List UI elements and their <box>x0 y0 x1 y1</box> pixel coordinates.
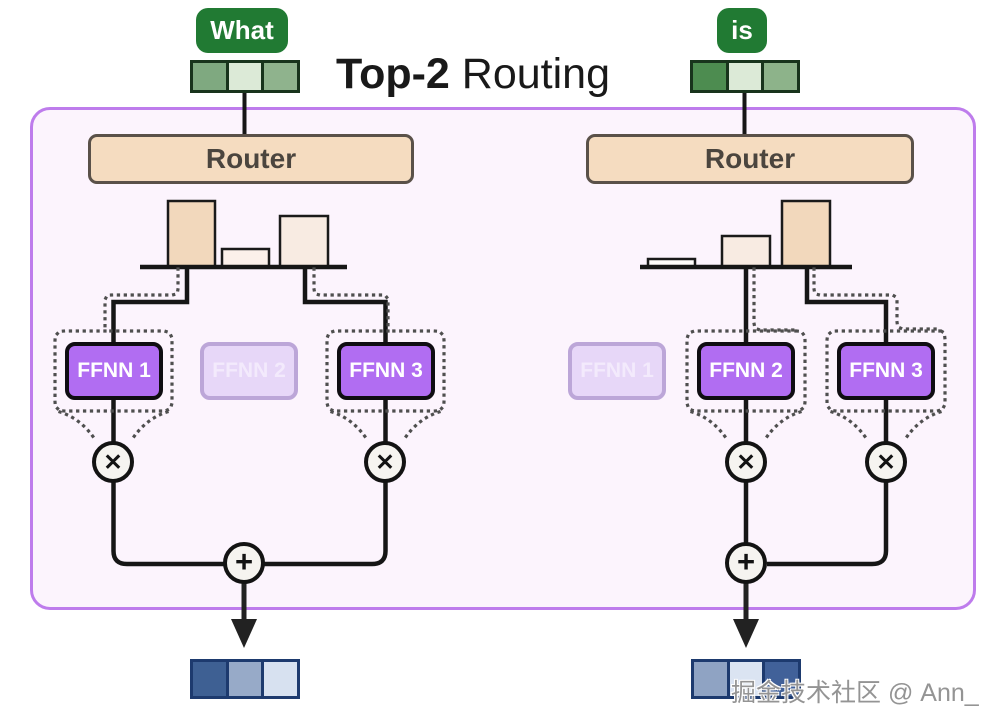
multiply-icon: ✕ <box>375 448 395 475</box>
right-bar-expert3 <box>780 199 832 269</box>
output-arrows <box>231 582 759 648</box>
embedding-cell <box>762 662 799 696</box>
expert-left-ffnn3: FFNN 3 <box>337 342 435 400</box>
token-is: is <box>717 8 767 53</box>
output-embedding-what <box>190 659 300 699</box>
plus-icon: + <box>736 543 756 579</box>
output-embedding-is <box>691 659 801 699</box>
embedding-cell <box>225 63 262 90</box>
embedding-cell <box>193 662 226 696</box>
selected-route-dotted-outlines <box>53 267 947 444</box>
expert-label: FFNN 2 <box>709 359 783 382</box>
embedding-cell <box>726 662 763 696</box>
embedding-cell <box>193 63 226 90</box>
embedding-cell <box>761 63 798 90</box>
multiply-icon: ✕ <box>876 448 896 475</box>
expert-label: FFNN 3 <box>349 359 423 382</box>
multiply-node: ✕ <box>725 441 767 483</box>
router-right-label: Router <box>704 143 796 174</box>
router-to-expert-lines <box>111 267 889 344</box>
watermark: 掘金技术社区 @ Ann_ <box>731 679 979 707</box>
multiply-node: ✕ <box>865 441 907 483</box>
token-is-embedding <box>690 60 800 93</box>
multiply-node: ✕ <box>364 441 406 483</box>
router-left: Router <box>88 134 414 184</box>
router-left-label: Router <box>205 143 297 174</box>
expert-right-ffnn3: FFNN 3 <box>837 342 935 400</box>
multiply-icon: ✕ <box>103 448 123 475</box>
left-router-bars <box>140 199 347 270</box>
router-right: Router <box>586 134 914 184</box>
expert-label: FFNN 1 <box>77 359 151 382</box>
token-what-embedding <box>190 60 300 93</box>
routing-panel <box>30 107 976 610</box>
add-node: + <box>223 542 265 584</box>
expert-label: FFNN 2 <box>212 359 286 382</box>
embedding-cell <box>225 662 262 696</box>
expert-left-ffnn1: FFNN 1 <box>65 342 163 400</box>
expert-label: FFNN 3 <box>849 359 923 382</box>
title-regular: Routing <box>449 50 611 98</box>
plus-icon: + <box>234 543 254 579</box>
add-node: + <box>725 542 767 584</box>
multiply-to-add-lines <box>111 481 889 567</box>
expert-right-ffnn1: FFNN 1 <box>568 342 666 400</box>
multiply-node: ✕ <box>92 441 134 483</box>
expert-right-ffnn2: FFNN 2 <box>697 342 795 400</box>
embedding-cell <box>694 662 727 696</box>
expert-to-multiply-lines <box>111 398 889 444</box>
right-bar-expert2 <box>720 234 772 269</box>
multiply-icon: ✕ <box>736 448 756 475</box>
diagram-title: Top-2 Routing <box>336 50 610 99</box>
title-bold: Top-2 <box>336 50 450 98</box>
embedding-cell <box>693 63 726 90</box>
embedding-cell <box>725 63 762 90</box>
expert-label: FFNN 1 <box>580 359 654 382</box>
token-what-label: What <box>210 15 274 45</box>
left-bar-expert2 <box>220 247 271 269</box>
expert-left-ffnn2: FFNN 2 <box>200 342 298 400</box>
embedding-cell <box>261 63 298 90</box>
right-router-bars <box>640 199 852 270</box>
token-is-label: is <box>731 15 753 45</box>
embedding-cell <box>261 662 298 696</box>
token-what: What <box>196 8 288 53</box>
left-bar-expert1 <box>166 199 217 269</box>
left-bar-expert3 <box>278 214 330 269</box>
